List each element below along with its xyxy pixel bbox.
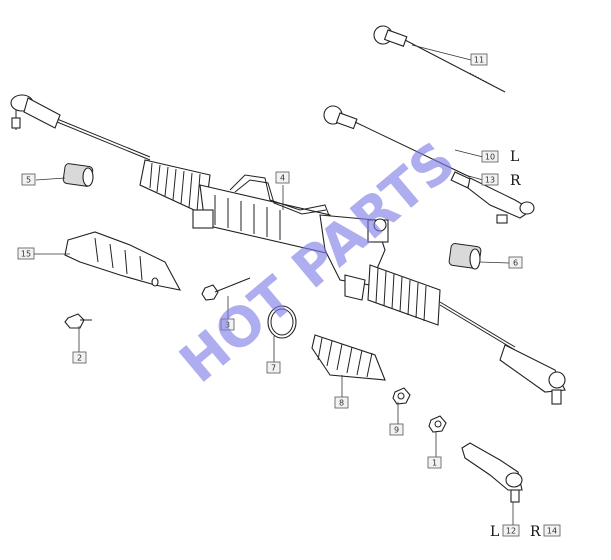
tie-rod-part-10-13 bbox=[323, 105, 535, 224]
callout-14: 14 bbox=[543, 524, 561, 537]
callout-3: 3 bbox=[220, 318, 235, 331]
clamp-part-7 bbox=[267, 305, 297, 339]
nut-part-1 bbox=[428, 415, 447, 433]
callout-7: 7 bbox=[266, 361, 281, 374]
callout-3-label: 3 bbox=[225, 321, 230, 330]
callout-2: 2 bbox=[72, 351, 87, 364]
callout-8: 8 bbox=[334, 396, 349, 409]
callout-9: 9 bbox=[389, 423, 404, 436]
tie-rod-end-part-12-14 bbox=[461, 442, 523, 503]
callout-1: 1 bbox=[427, 456, 442, 469]
callout-10-label: 10 bbox=[485, 153, 495, 162]
callout-13-label: 13 bbox=[485, 176, 495, 185]
right-bellows bbox=[367, 264, 441, 326]
heat-shield-part-15 bbox=[64, 231, 182, 291]
callout-6: 6 bbox=[508, 256, 523, 269]
callout-11: 11 bbox=[470, 53, 488, 66]
callout-15-label: 15 bbox=[21, 250, 31, 259]
callout-8-label: 8 bbox=[339, 399, 344, 408]
bushing-part-6 bbox=[448, 243, 482, 270]
callout-14-label: 14 bbox=[547, 527, 557, 536]
callout-12-label: 12 bbox=[506, 527, 516, 536]
side-label-right-bottom: R bbox=[530, 524, 541, 540]
inner-tie-rod-part-11 bbox=[373, 25, 506, 93]
callout-5-label: 5 bbox=[26, 176, 31, 185]
callout-6-label: 6 bbox=[513, 259, 518, 268]
callout-13: 13 bbox=[481, 173, 499, 186]
steering-rack-assembly bbox=[10, 94, 566, 405]
bushing-part-5 bbox=[62, 163, 94, 187]
callout-4-label: 4 bbox=[280, 174, 285, 183]
callout-11-label: 11 bbox=[474, 56, 484, 65]
bolt-part-3 bbox=[201, 277, 251, 301]
callout-10: 10 bbox=[481, 150, 499, 163]
callout-4: 4 bbox=[275, 171, 290, 184]
callout-15: 15 bbox=[17, 247, 35, 260]
nut-part-9 bbox=[392, 387, 411, 405]
leader-lines bbox=[34, 44, 514, 525]
callout-2-label: 2 bbox=[77, 354, 82, 363]
callout-5: 5 bbox=[21, 173, 36, 186]
left-bellows bbox=[139, 159, 211, 216]
side-label-left-bottom: L bbox=[490, 524, 499, 540]
rack-housing bbox=[192, 174, 389, 301]
side-label-right-top: R bbox=[510, 173, 521, 189]
nut-part-2 bbox=[64, 313, 92, 329]
callout-12: 12 bbox=[502, 524, 520, 537]
callout-7-label: 7 bbox=[271, 364, 276, 373]
callout-1-label: 1 bbox=[432, 459, 437, 468]
side-label-left-top: L bbox=[510, 149, 519, 165]
callout-9-label: 9 bbox=[394, 426, 399, 435]
boot-part-8 bbox=[311, 334, 386, 381]
